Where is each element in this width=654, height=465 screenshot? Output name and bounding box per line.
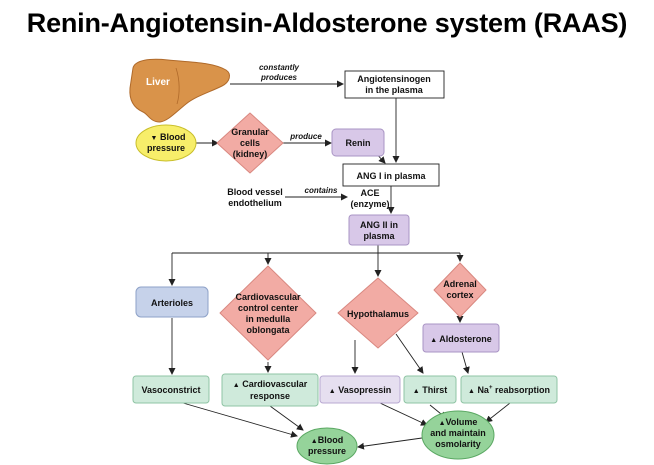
node-thirst: ▲ Thirst: [403, 375, 457, 404]
node-aldosterone: ▲ Aldosterone: [422, 323, 500, 353]
liver-label: Liver: [146, 77, 170, 88]
svg-text:Renin: Renin: [345, 138, 370, 148]
node-blood-pressure-bottom: ▲Blood pressure: [296, 427, 358, 465]
arrow-up-icon: ▲: [430, 337, 437, 344]
svg-text:Blood vessel: Blood vessel: [227, 187, 283, 197]
svg-text:ANG I in plasma: ANG I in plasma: [356, 171, 426, 181]
svg-text:in the plasma: in the plasma: [365, 85, 424, 95]
node-hypothalamus: Hypothalamus: [337, 277, 419, 349]
svg-text:cells: cells: [240, 138, 260, 148]
svg-text:response: response: [250, 391, 290, 401]
label-produces: produces: [260, 73, 298, 82]
node-cardio-center: Cardiovascular control center in medulla…: [219, 265, 317, 361]
node-blood-vessel: Blood vessel endothelium: [227, 187, 283, 208]
svg-text:cortex: cortex: [446, 290, 473, 300]
svg-text:▲ Na+ reabsorption: ▲ Na+ reabsorption: [468, 385, 550, 395]
arrow-up-icon: ▲: [329, 388, 336, 395]
svg-text:in medulla: in medulla: [246, 314, 292, 324]
node-volume: ▲Volume and maintain osmolarity: [421, 410, 495, 460]
svg-text:▲ Thirst: ▲ Thirst: [413, 385, 447, 395]
svg-text:Hypothalamus: Hypothalamus: [347, 309, 409, 319]
node-liver: Liver: [129, 58, 230, 123]
svg-text:endothelium: endothelium: [228, 198, 282, 208]
svg-text:▼ Blood: ▼ Blood: [151, 132, 186, 142]
node-cardio-response: ▲ Cardiovascular response: [221, 373, 319, 407]
label-contains: contains: [305, 186, 338, 195]
edge-vasoconstrict-bp: [182, 402, 298, 438]
page-title: Renin-Angiotensin-Aldosterone system (RA…: [26, 8, 628, 38]
svg-text:▲ Aldosterone: ▲ Aldosterone: [430, 334, 492, 344]
arrow-up-icon: ▲: [311, 438, 318, 445]
svg-text:Granular: Granular: [231, 127, 269, 137]
node-vasopressin: ▲ Vasopressin: [319, 375, 401, 404]
label-produce: produce: [289, 132, 322, 141]
node-renin: Renin: [331, 128, 385, 157]
node-ang2: ANG II in plasma: [348, 214, 410, 246]
svg-text:(enzyme): (enzyme): [350, 199, 389, 209]
svg-text:Arterioles: Arterioles: [151, 298, 193, 308]
svg-text:Angiotensinogen: Angiotensinogen: [357, 74, 431, 84]
arrow-up-icon: ▲: [468, 388, 475, 395]
svg-text:ANG II in: ANG II in: [360, 220, 398, 230]
node-na-reabsorption: ▲ Na+ reabsorption: [460, 375, 558, 404]
arrow-up-icon: ▲: [233, 382, 240, 389]
svg-text:(kidney): (kidney): [233, 149, 268, 159]
svg-text:Adrenal: Adrenal: [443, 279, 477, 289]
node-angiotensinogen: Angiotensinogen in the plasma: [344, 70, 445, 99]
edge-aldo-na: [461, 351, 470, 374]
node-ang1: ANG I in plasma: [342, 163, 440, 187]
arrow-down-icon: ▼: [151, 135, 158, 142]
edge-na-volume: [485, 402, 511, 423]
node-adrenal-cortex: Adrenal cortex: [433, 262, 487, 318]
arrow-up-icon: ▲: [413, 388, 420, 395]
svg-text:pressure: pressure: [308, 446, 346, 456]
svg-text:pressure: pressure: [147, 143, 185, 153]
svg-text:▲Volume: ▲Volume: [439, 417, 478, 427]
svg-text:oblongata: oblongata: [247, 325, 291, 335]
svg-text:ACE: ACE: [360, 188, 379, 198]
node-blood-pressure-top: ▼ Blood pressure: [135, 124, 197, 162]
svg-text:▲Blood: ▲Blood: [311, 435, 343, 445]
node-ace: ACE (enzyme): [350, 188, 389, 209]
edge-cardioresp-bp: [269, 405, 304, 431]
edge-ang2-branch: [172, 245, 460, 254]
svg-text:▲ Cardiovascular: ▲ Cardiovascular: [233, 379, 308, 389]
node-arterioles: Arterioles: [135, 286, 209, 318]
edge-volume-bp: [357, 437, 423, 450]
svg-text:osmolarity: osmolarity: [435, 439, 481, 449]
svg-text:▲ Vasopressin: ▲ Vasopressin: [329, 385, 391, 395]
edge-hypo-thirst: [395, 333, 424, 374]
node-vasoconstrict: Vasoconstrict: [132, 375, 210, 404]
svg-text:control center: control center: [238, 303, 299, 313]
label-constantly: constantly: [259, 63, 300, 72]
node-granular-cells: Granular cells (kidney): [216, 112, 284, 174]
arrow-up-icon: ▲: [439, 420, 446, 427]
svg-text:plasma: plasma: [363, 231, 395, 241]
svg-text:and maintain: and maintain: [430, 428, 486, 438]
edge-vasopressin-volume: [379, 402, 428, 426]
svg-text:Vasoconstrict: Vasoconstrict: [141, 385, 200, 395]
svg-text:Cardiovascular: Cardiovascular: [235, 292, 301, 302]
edges: [168, 80, 511, 450]
